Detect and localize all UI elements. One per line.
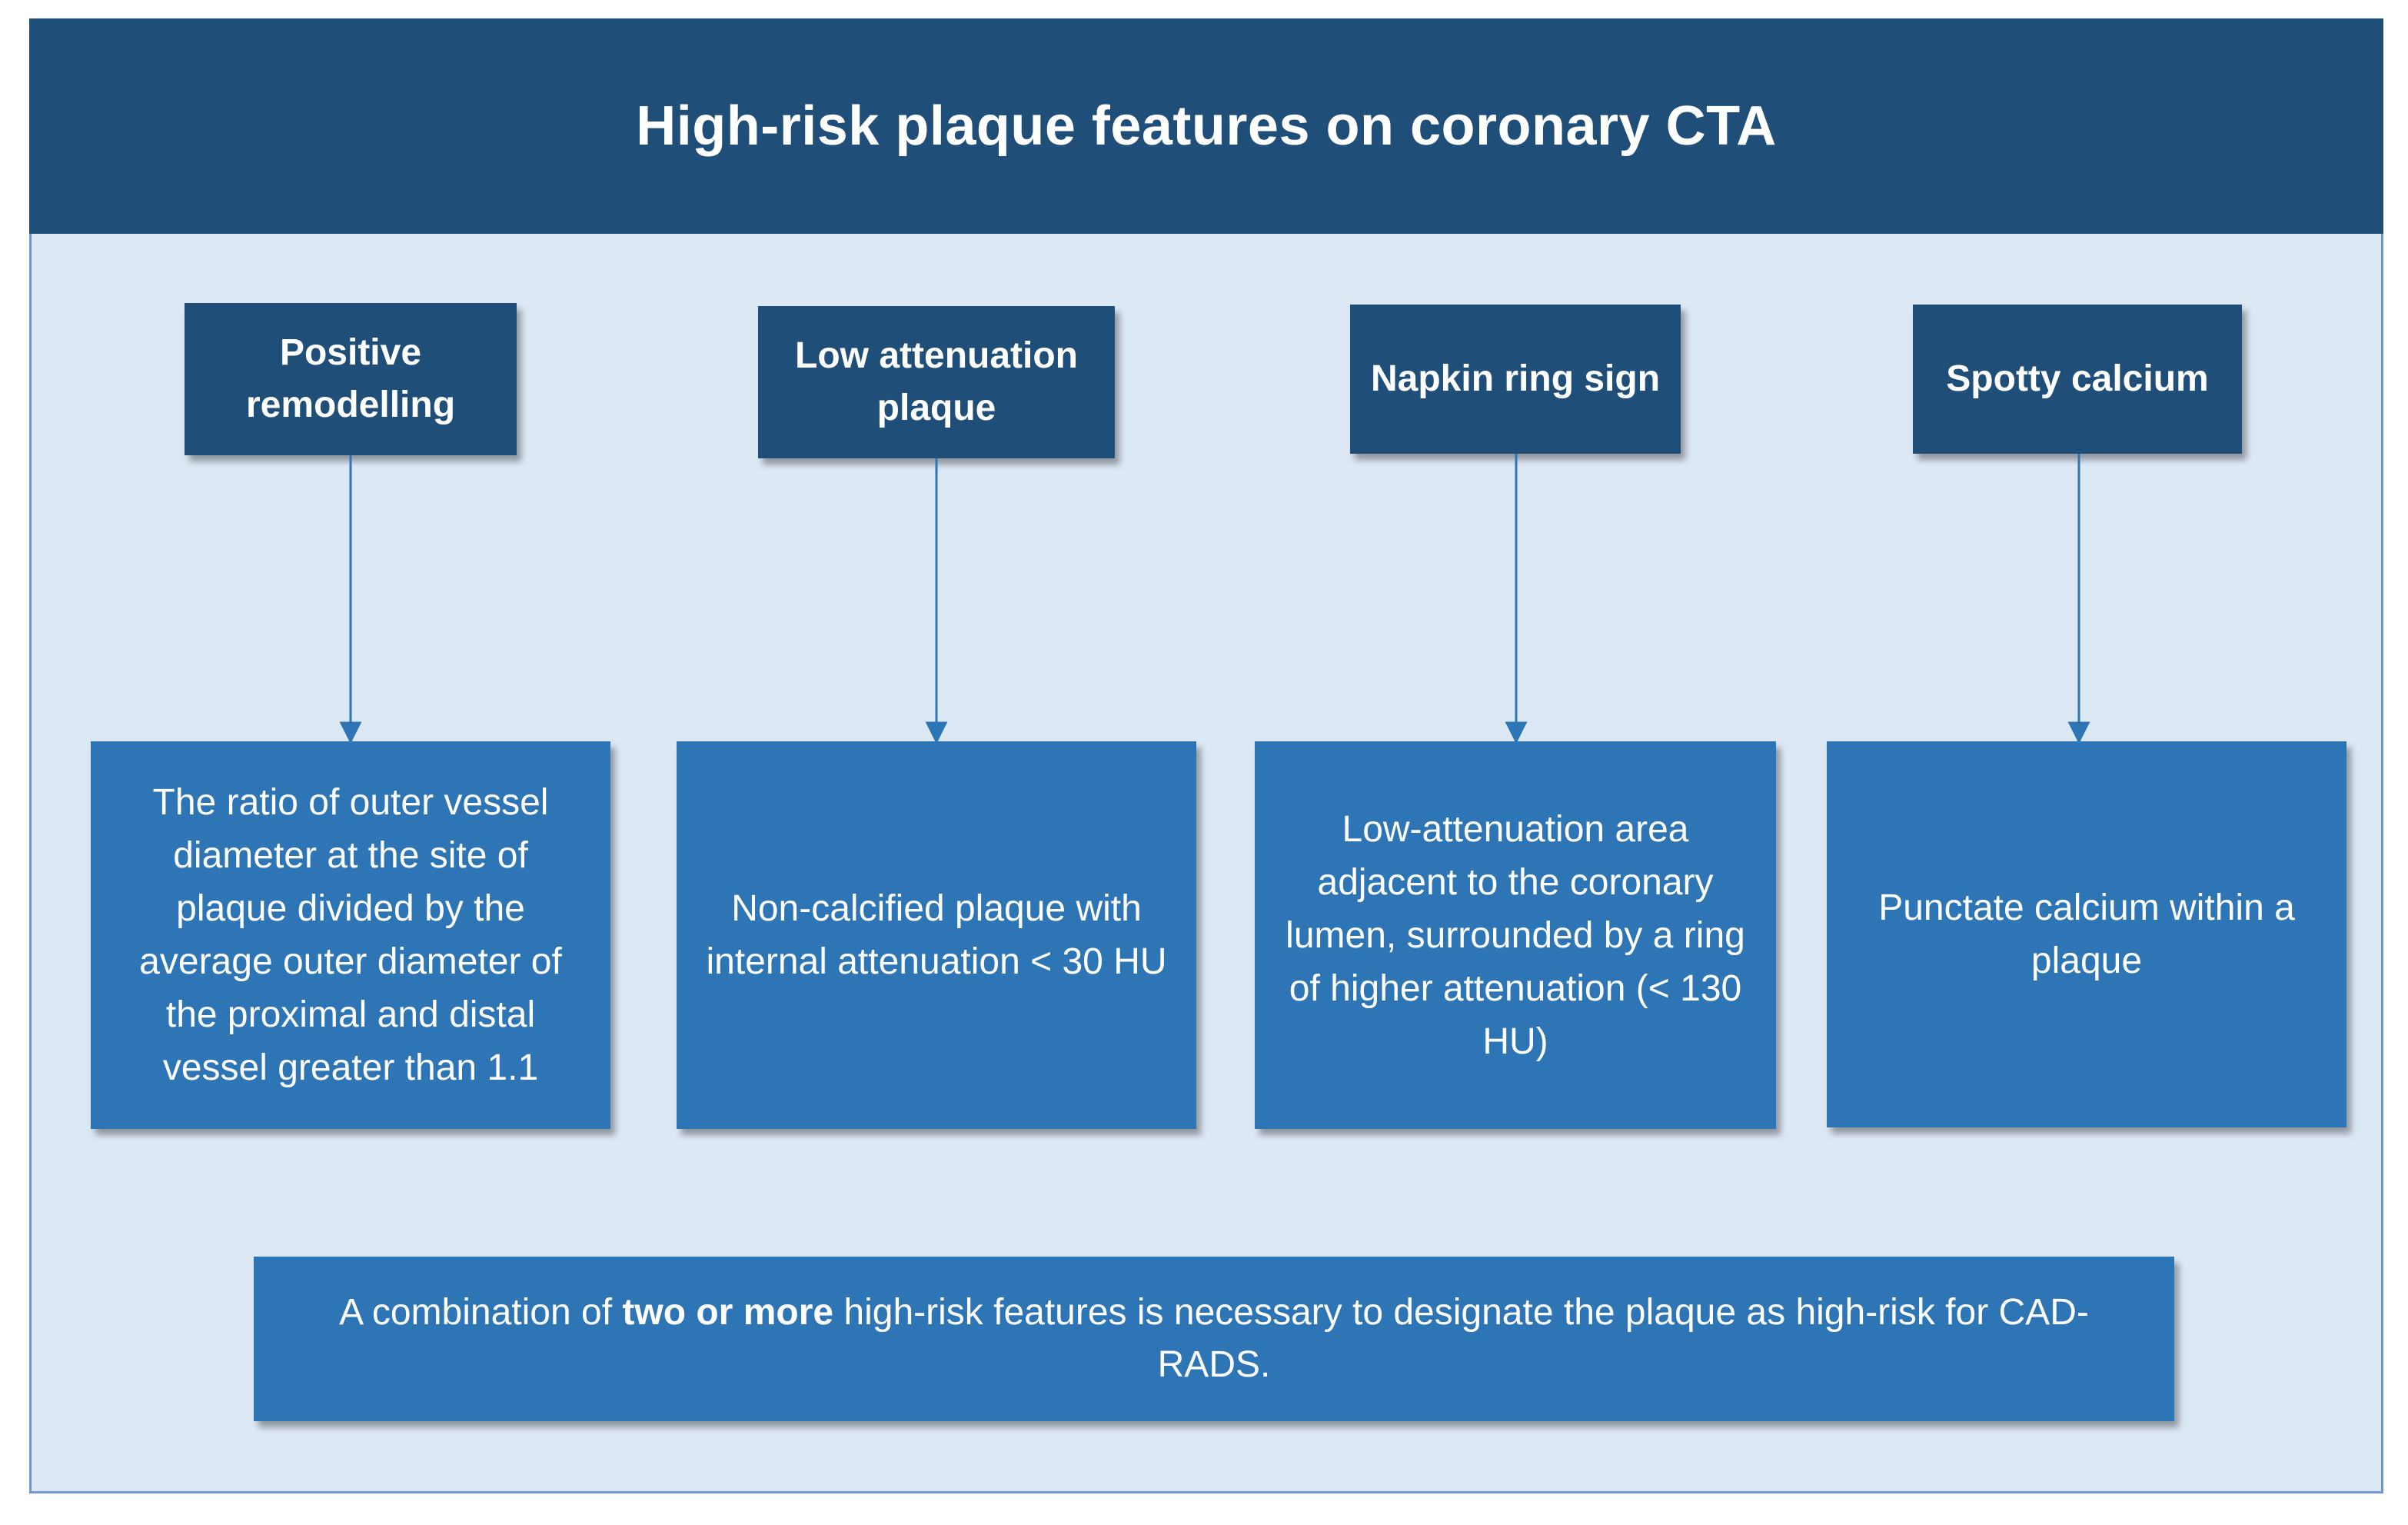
description-box-spotty-calcium: Punctate calcium within a plaque <box>1827 741 2346 1127</box>
feature-box-positive-remodelling: Positive remodelling <box>185 303 517 455</box>
arrowhead-1 <box>339 721 362 744</box>
description-box-low-attenuation-plaque: Non-calcified plaque with internal atten… <box>677 741 1196 1129</box>
feature-label: Low attenuation plaque <box>795 335 1078 428</box>
feature-label: Napkin ring sign <box>1370 358 1661 399</box>
feature-description: The ratio of outer vessel diameter at th… <box>139 782 562 1088</box>
diagram-title: High-risk plaque features on coronary CT… <box>636 95 1777 157</box>
feature-box-low-attenuation-plaque: Low attenuation plaque <box>758 306 1115 458</box>
arrowhead-3 <box>1505 721 1528 744</box>
arrowhead-2 <box>925 721 948 744</box>
footer-emphasis: two or more <box>622 1292 834 1333</box>
arrowhead-4 <box>2067 721 2090 744</box>
footer-suffix: high-risk features is necessary to desig… <box>833 1292 2089 1385</box>
header-banner: High-risk plaque features on coronary CT… <box>29 18 2383 234</box>
feature-description: Punctate calcium within a plaque <box>1878 887 2295 981</box>
feature-label: Spotty calcium <box>1946 358 2209 399</box>
footer-prefix: A combination of <box>339 1292 623 1333</box>
feature-box-napkin-ring-sign: Napkin ring sign <box>1350 305 1681 454</box>
feature-box-spotty-calcium: Spotty calcium <box>1913 305 2242 454</box>
description-box-napkin-ring-sign: Low-attenuation area adjacent to the cor… <box>1255 741 1776 1129</box>
description-box-positive-remodelling: The ratio of outer vessel diameter at th… <box>91 741 610 1129</box>
footer-text: A combination of two or more high-risk f… <box>300 1287 2128 1391</box>
feature-description: Low-attenuation area adjacent to the cor… <box>1285 808 1745 1062</box>
feature-label: Positive remodelling <box>245 332 456 425</box>
feature-description: Non-calcified plaque with internal atten… <box>706 888 1167 982</box>
footer-note: A combination of two or more high-risk f… <box>254 1257 2174 1421</box>
